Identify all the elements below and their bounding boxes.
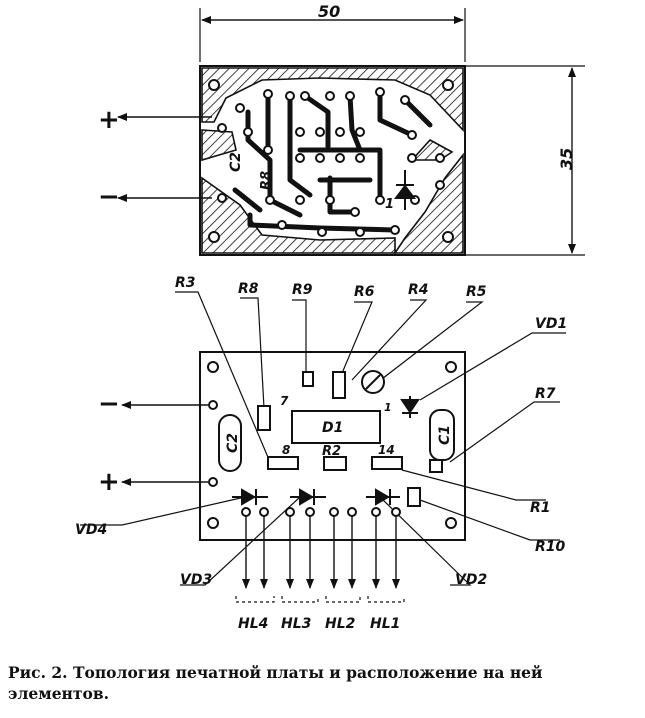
- leader-lines: [80, 291, 566, 586]
- label-r4: R4: [408, 282, 429, 298]
- resistor-r2-label: R2: [322, 444, 341, 459]
- label-r6: R6: [354, 284, 375, 300]
- label-vd1: VD1: [535, 316, 567, 332]
- label-hl2: HL2: [325, 616, 355, 632]
- pin-8-label: 8: [282, 443, 290, 457]
- pcb-topology: 50 35: [98, 2, 585, 256]
- layout-plus-sign: +: [98, 467, 120, 497]
- chip-d1-label: D1: [322, 420, 343, 436]
- leds: [232, 488, 400, 506]
- label-r10: R10: [535, 539, 566, 555]
- label-vd4: VD4: [75, 522, 107, 538]
- pcb-plus-sign: +: [98, 105, 120, 135]
- capacitor-c1-label: C1: [437, 425, 453, 445]
- pin-14-label: 14: [378, 443, 395, 457]
- height-dimension-label: 35: [557, 148, 576, 170]
- label-hl3: HL3: [281, 616, 311, 632]
- diode-vd1: [400, 396, 420, 418]
- width-dimension-label: 50: [318, 2, 340, 21]
- label-r5: R5: [466, 284, 487, 300]
- resistors: [257, 371, 443, 507]
- hl-brackets: [235, 596, 405, 603]
- label-r9: R9: [292, 282, 313, 298]
- capacitor-c2-label: C2: [225, 433, 241, 453]
- label-hl1: HL1: [370, 616, 400, 632]
- label-r3: R3: [175, 275, 196, 291]
- pcb-label-1: 1: [385, 197, 394, 212]
- layout-minus-sign: −: [98, 389, 120, 419]
- component-layout: R3 R8 R9 R6 R4 R5 VD1 R7 R1 R10 VD4 V: [75, 275, 567, 632]
- layout-mount-holes: [207, 361, 457, 529]
- height-dimension: [465, 65, 585, 256]
- pin-7-label: 7: [280, 394, 289, 408]
- label-r8: R8: [238, 281, 259, 297]
- copper-fill: [201, 67, 464, 254]
- label-r7: R7: [535, 386, 556, 402]
- capacitor-c2: [218, 414, 242, 472]
- label-vd2: VD2: [455, 572, 487, 588]
- chip-d1: [291, 410, 381, 444]
- circuit-figure: 50 35: [75, 2, 585, 632]
- pcb-pads: [208, 79, 454, 243]
- figure-caption: Рис. 2. Топология печатной платы и распо…: [8, 663, 543, 703]
- output-wires: [242, 516, 400, 589]
- pcb-label-r8: R8: [259, 171, 274, 190]
- trimmer-r5-slot: [365, 374, 381, 390]
- label-r1: R1: [530, 500, 551, 516]
- width-dimension: [199, 8, 466, 62]
- pcb-diode-symbol: [394, 170, 416, 210]
- pcb-label-c2: C2: [228, 152, 244, 172]
- pcb-minus-sign: −: [98, 182, 120, 212]
- label-vd3: VD3: [180, 572, 212, 588]
- label-hl4: HL4: [238, 616, 268, 632]
- pin-1-label: 1: [384, 401, 392, 414]
